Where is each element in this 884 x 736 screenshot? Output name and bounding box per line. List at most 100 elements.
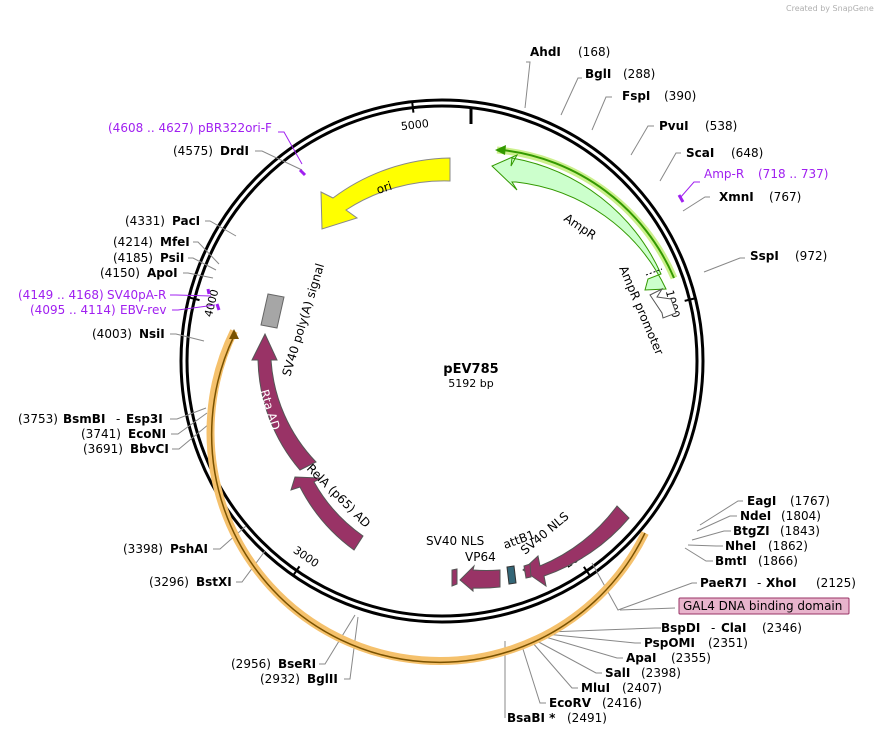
vp64-label: VP64 [465, 550, 496, 564]
site-name-ecorv: EcoRV [549, 696, 592, 710]
primer-range-sv40pa-r: (4149 .. 4168) [18, 288, 104, 302]
site-name-fspi: FspI [622, 89, 650, 103]
sv40-nls-1-label: SV40 NLS [426, 534, 484, 548]
ampr-primer-line [501, 149, 675, 279]
site-name-bsmbi: BsmBI [63, 412, 105, 426]
site-pos-ahdi: (168) [578, 45, 610, 59]
ori-arrow [320, 157, 451, 230]
orange-region-glow [206, 329, 649, 665]
site-pos-xmni: (767) [769, 190, 801, 204]
site-pos-bglii: (2932) [260, 672, 300, 686]
site-name-nsii: NsiI [139, 327, 165, 341]
site-pos-btgzi: (1843) [780, 524, 820, 538]
left-site-labels: (4575) DrdI (4331) PacI (4214) MfeI (418… [18, 144, 338, 686]
ampr-promoter-divider [645, 268, 663, 276]
site-pos-mfei: (4214) [113, 235, 153, 249]
site-pos-pspomi: (2351) [708, 636, 748, 650]
tick-1000 [684, 297, 696, 302]
rela-ad-arrow [290, 476, 364, 551]
site-pos-apai: (2355) [671, 651, 711, 665]
primer-name-sv40pa-r: SV40pA-R [107, 288, 166, 302]
vp64-arrow [459, 564, 501, 593]
attb1-box [506, 565, 517, 585]
site-pos-ndei: (1804) [781, 509, 821, 523]
primer-name-ebv-rev: EBV-rev [120, 303, 166, 317]
site-sep-esp3i: - [116, 412, 120, 426]
site-pos-bbvci: (3691) [83, 442, 123, 456]
primer-labels: Amp-R (718 .. 737) (4608 .. 4627) pBR322… [18, 121, 828, 317]
primer-range-pbr322ori-f: (4608 .. 4627) [108, 121, 194, 135]
site-pos-xhoi: (2125) [816, 576, 856, 590]
site-name-eagi: EagI [747, 494, 776, 508]
site-name-ndei: NdeI [740, 509, 771, 523]
tick-2000 [583, 566, 591, 577]
site-name-mfei: MfeI [160, 235, 190, 249]
backbone-outer [179, 98, 705, 624]
ampr-primer-arrowhead [495, 145, 506, 155]
site-name-bmti: BmtI [715, 554, 747, 568]
site-name-psii: PsiI [160, 251, 184, 265]
site-name-paer7i: PaeR7I [700, 576, 747, 590]
site-name-xmni: XmnI [719, 190, 754, 204]
ampr-promoter-arrow [649, 287, 677, 319]
primer-name-amp-r: Amp-R [704, 167, 744, 181]
site-name-bstxi: BstXI [196, 575, 232, 589]
site-pos-scai: (648) [731, 146, 763, 160]
site-pos-nsii: (4003) [92, 327, 132, 341]
tick-4000 [188, 296, 200, 302]
tick-label-5000: 5000 [400, 117, 429, 133]
tick-3000 [292, 565, 301, 576]
site-pos-eagi: (1767) [790, 494, 830, 508]
site-pos-nhei: (1862) [768, 539, 808, 553]
site-sep-clai: - [711, 621, 715, 635]
ori-label: ori [375, 179, 394, 197]
site-pos-ecorv: (2416) [602, 696, 642, 710]
sv40-nls-1-arrow [451, 568, 458, 587]
ampr-label: AmpR [561, 211, 599, 243]
site-name-xhoi: XhoI [766, 576, 797, 590]
primer-range-amp-r: (718 .. 737) [758, 167, 828, 181]
site-name-nhei: NheI [725, 539, 756, 553]
site-name-sali: SalI [605, 666, 630, 680]
site-pos-bsabi: (2491) [567, 711, 607, 725]
sv40-polya-label: SV40 poly(A) signal [279, 262, 327, 378]
tick-label-4000: 4000 [202, 288, 221, 318]
site-name-sspi: SspI [750, 249, 779, 263]
primer-leaders [170, 131, 700, 311]
tick-label-3000: 3000 [291, 544, 321, 571]
site-name-pvui: PvuI [659, 119, 689, 133]
site-pos-clai: (2346) [762, 621, 802, 635]
site-name-clai: ClaI [721, 621, 746, 635]
site-sep-xhoi: - [757, 576, 761, 590]
site-name-bglii: BglII [307, 672, 338, 686]
site-name-pspomi: PspOMI [644, 636, 695, 650]
primer-range-ebv-rev: (4095 .. 4114) [30, 303, 116, 317]
primer-name-pbr322ori-f: pBR322ori-F [198, 121, 272, 135]
site-pos-pshai: (3398) [123, 542, 163, 556]
site-pos-sali: (2398) [641, 666, 681, 680]
plasmid-name: pEV785 [443, 362, 498, 377]
site-name-drdi: DrdI [220, 144, 249, 158]
site-name-apoi: ApoI [147, 266, 178, 280]
gal4-callout-label: GAL4 DNA binding domain [683, 599, 842, 613]
right-site-labels: AhdI (168) BglI (288) FspI (390) PvuI (5… [507, 45, 856, 725]
site-pos-mlui: (2407) [622, 681, 662, 695]
site-pos-apoi: (4150) [100, 266, 140, 280]
site-name-mlui: MluI [581, 681, 610, 695]
site-pos-bmti: (1866) [758, 554, 798, 568]
site-name-btgzi: BtgZI [733, 524, 770, 538]
plasmid-size: 5192 bp [448, 377, 493, 390]
site-name-econi: EcoNI [128, 427, 166, 441]
site-name-pshai: PshAI [170, 542, 208, 556]
site-name-bbvci: BbvCI [130, 442, 169, 456]
site-name-apai: ApaI [626, 651, 656, 665]
sv40-polya-box [260, 293, 285, 329]
site-name-ahdi: AhdI [530, 45, 561, 59]
site-name-bgli: BglI [585, 67, 611, 81]
primer-marks [206, 168, 685, 311]
site-pos-bgli: (288) [623, 67, 655, 81]
site-pos-sspi: (972) [795, 249, 827, 263]
rta-ad-arrow [251, 332, 317, 471]
site-name-paci: PacI [172, 214, 200, 228]
